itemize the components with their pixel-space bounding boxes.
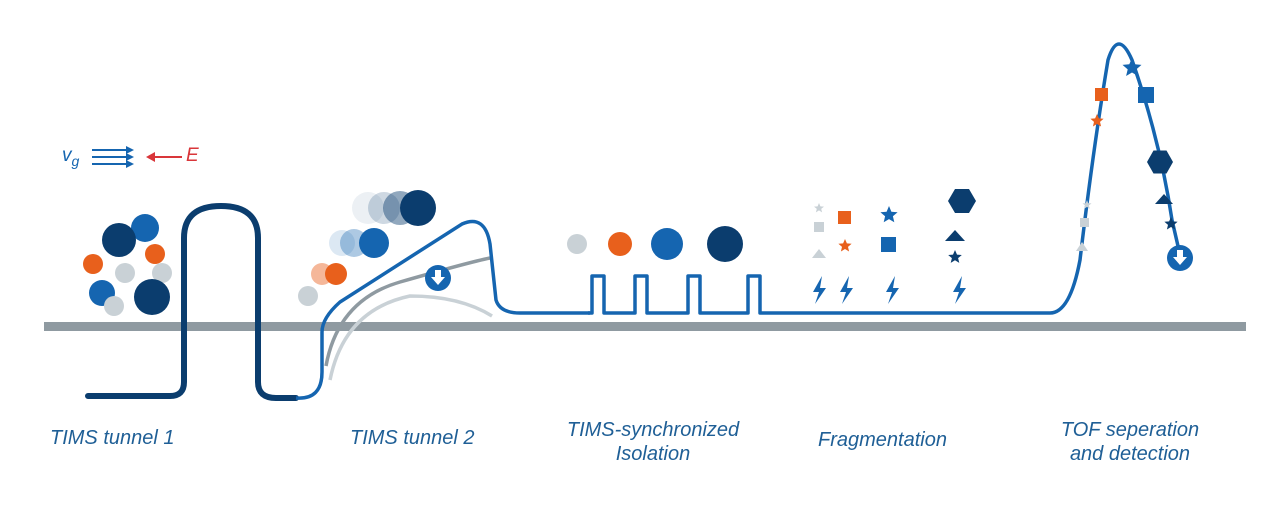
isolated-ions xyxy=(567,226,743,262)
electric-field-arrow-icon xyxy=(146,152,182,162)
field-label: E xyxy=(186,145,199,166)
square-icon xyxy=(1080,218,1089,227)
square-icon xyxy=(814,222,824,232)
lightning-icon xyxy=(813,276,966,304)
triangle-icon xyxy=(1076,242,1088,251)
square-icon xyxy=(881,237,896,252)
down-arrow-circle-icon xyxy=(425,265,451,291)
isolation-wells-potential xyxy=(588,274,1050,315)
velocity-label: vg xyxy=(62,145,80,169)
triangle-icon xyxy=(945,230,965,241)
tims-tunnel-1-potential xyxy=(85,202,299,401)
stage-label-fragmentation: Fragmentation xyxy=(818,429,947,451)
fragment-group-navy xyxy=(945,189,976,263)
hexagon-icon xyxy=(948,189,976,213)
square-icon xyxy=(1138,87,1154,103)
hexagon-icon xyxy=(1147,150,1173,174)
star-icon xyxy=(1090,114,1104,127)
velocity-arrows-icon xyxy=(92,146,134,168)
tof-ions xyxy=(1076,58,1178,251)
stage-label-isolation: TIMS-synchronized Isolation xyxy=(566,419,740,465)
stage-label-tims-tunnel-1: TIMS tunnel 1 xyxy=(50,427,175,449)
ion-cloud-tims-1 xyxy=(83,214,172,316)
square-icon xyxy=(838,211,851,224)
fragment-group-blue xyxy=(880,206,898,252)
square-icon xyxy=(1095,88,1108,101)
star-icon xyxy=(880,206,898,223)
stage-label-tof: TOF seperation and detection xyxy=(1060,419,1200,465)
fragment-group-orange xyxy=(838,211,852,252)
triangle-icon xyxy=(1155,194,1173,204)
triangle-icon xyxy=(812,249,826,258)
star-icon xyxy=(838,239,852,252)
star-icon xyxy=(1122,58,1142,76)
baseline-bar xyxy=(44,322,1246,331)
tof-peak-curve xyxy=(1049,42,1180,315)
down-arrow-circle-icon xyxy=(1167,245,1193,271)
star-icon xyxy=(1082,200,1092,209)
ion-trail-tims-2 xyxy=(298,190,436,306)
tims-tunnel-2-potential xyxy=(295,219,590,400)
fragment-group-grey xyxy=(812,203,826,258)
stage-label-tims-tunnel-2: TIMS tunnel 2 xyxy=(350,427,475,449)
star-icon xyxy=(948,250,962,263)
star-icon xyxy=(814,203,824,213)
star-icon xyxy=(1164,217,1178,230)
